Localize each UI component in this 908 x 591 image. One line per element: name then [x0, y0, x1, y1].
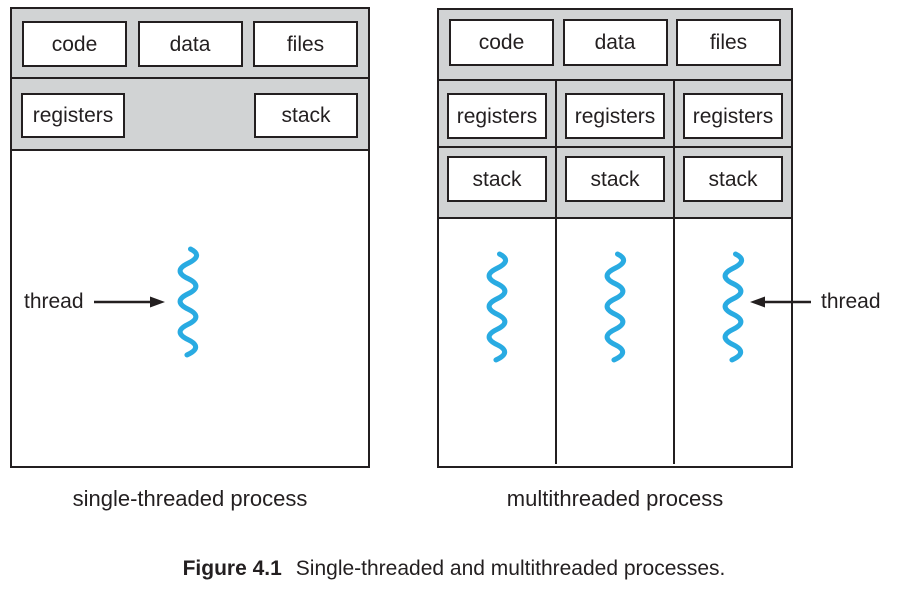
registers-label: registers	[32, 104, 114, 127]
registers-stack-band: registers stack	[12, 79, 368, 151]
thread-column-1: registers stack	[439, 81, 555, 464]
registers-label: registers	[456, 104, 538, 128]
thread-callout-right: thread	[750, 289, 881, 315]
stack-box: stack	[565, 156, 665, 202]
thread-callout: thread	[24, 289, 165, 315]
arrow-left-icon	[750, 296, 811, 308]
code-label: code	[51, 32, 98, 56]
thread-area	[439, 219, 555, 464]
arrow-right-icon	[93, 296, 165, 308]
registers-label: registers	[574, 104, 656, 128]
code-box: code	[22, 21, 127, 67]
registers-box: registers	[447, 93, 547, 139]
stack-label: stack	[708, 167, 758, 191]
thread-wave-icon	[604, 251, 627, 363]
thread-area	[557, 219, 673, 464]
stack-label: stack	[281, 104, 331, 127]
thread-label: thread	[24, 290, 84, 313]
data-label: data	[594, 31, 636, 54]
registers-box: registers	[21, 93, 125, 138]
files-box: files	[253, 21, 358, 67]
thread-wave-icon	[486, 251, 509, 363]
stack-label: stack	[472, 167, 522, 191]
thread-label: thread	[821, 290, 881, 313]
code-label: code	[478, 31, 525, 54]
figure-caption: Figure 4.1 Single-threaded and multithrea…	[0, 557, 908, 581]
memory-segments-band: code data files	[439, 10, 791, 81]
figure-caption-text: Single-threaded and multithreaded proces…	[295, 557, 726, 580]
thread-column-2: registers stack	[555, 81, 673, 464]
registers-box: registers	[565, 93, 665, 139]
stack-box: stack	[683, 156, 783, 202]
data-box: data	[137, 21, 243, 67]
thread-wave-icon	[177, 246, 200, 358]
stack-label: stack	[590, 167, 640, 191]
stack-cell: stack	[557, 148, 673, 219]
stack-box: stack	[447, 156, 547, 202]
thread-column-3: registers stack	[673, 81, 791, 464]
registers-cell: registers	[557, 81, 673, 148]
figure-number-label: Figure 4.1	[182, 557, 282, 580]
thread-wave-icon	[722, 251, 745, 363]
files-label: files	[709, 31, 748, 54]
registers-cell: registers	[675, 81, 791, 148]
data-label: data	[169, 32, 211, 56]
thread-area	[675, 219, 791, 464]
files-label: files	[286, 32, 325, 56]
files-box: files	[676, 19, 781, 66]
single-diagram-caption: single-threaded process	[72, 486, 308, 511]
registers-label: registers	[692, 104, 774, 128]
multi-diagram-caption: multithreaded process	[506, 486, 724, 511]
data-box: data	[562, 19, 668, 66]
multithreaded-process-diagram: code data files registers stack	[437, 8, 793, 468]
single-threaded-process-diagram: code data files registers stack thread	[10, 7, 370, 468]
registers-cell: registers	[439, 81, 555, 148]
code-box: code	[449, 19, 554, 66]
thread-columns: registers stack registers	[439, 81, 791, 464]
memory-segments-band: code data files	[12, 9, 368, 79]
stack-box: stack	[254, 93, 358, 138]
stack-cell: stack	[675, 148, 791, 219]
registers-box: registers	[683, 93, 783, 139]
stack-cell: stack	[439, 148, 555, 219]
